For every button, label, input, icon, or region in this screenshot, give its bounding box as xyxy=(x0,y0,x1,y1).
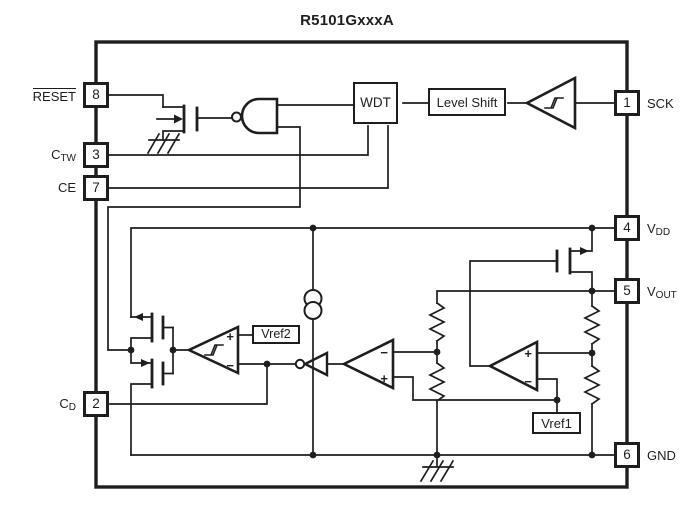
pin-label-cd: CD xyxy=(59,396,76,413)
pin-number: 6 xyxy=(623,447,631,463)
cd-schmitt-comparator: + − xyxy=(185,324,240,376)
right-resistor-divider xyxy=(583,290,601,456)
minus-input-label: − xyxy=(226,358,234,373)
pin-label-vout: VOUT xyxy=(647,284,677,301)
pin-number: 1 xyxy=(623,95,631,111)
pin-number: 7 xyxy=(92,180,100,196)
minus-input-label: − xyxy=(380,345,388,360)
error-amp-comparator: + − xyxy=(487,339,539,393)
pin-box-8: 8 xyxy=(83,82,109,108)
vref2-block: Vref2 xyxy=(252,325,300,344)
pin-number: 8 xyxy=(92,87,100,103)
schmitt-icon xyxy=(544,97,564,109)
pin-box-4: 4 xyxy=(614,215,640,241)
pin-label-vdd: VDD xyxy=(647,221,671,238)
level-shift-block-label: Level Shift xyxy=(436,94,498,110)
junction-dots xyxy=(127,224,596,459)
diagram-title: R5101GxxxA xyxy=(300,12,394,29)
pin-label-gnd: GND xyxy=(647,448,676,463)
schmitt-icon xyxy=(204,344,224,356)
ic-boundary-box xyxy=(94,40,629,489)
pin-number: 5 xyxy=(623,283,631,299)
ground-icon xyxy=(146,132,181,155)
pin-number: 3 xyxy=(92,147,100,163)
pin-box-1: 1 xyxy=(614,90,640,116)
vref1-block-label: Vref1 xyxy=(541,415,572,431)
level-shift-block: Level Shift xyxy=(428,88,506,116)
inverter-gate xyxy=(294,351,329,377)
pin-box-3: 3 xyxy=(83,142,109,168)
pin-box-2: 2 xyxy=(83,391,109,417)
wires xyxy=(107,94,615,456)
minus-input-label: − xyxy=(524,374,532,389)
left-resistor-divider xyxy=(428,301,446,456)
plus-input-label: + xyxy=(226,329,234,344)
middle-comparator: − + xyxy=(341,337,395,391)
pin-box-7: 7 xyxy=(83,175,109,201)
pin-box-5: 5 xyxy=(614,278,640,304)
pin-box-6: 6 xyxy=(614,442,640,468)
ground-icon xyxy=(419,454,455,483)
plus-input-label: + xyxy=(524,346,532,361)
pin-label-ctw: CTW xyxy=(51,147,76,164)
wdt-block-label: WDT xyxy=(360,95,391,111)
vref2-block-label: Vref2 xyxy=(261,327,291,342)
current-source-icon xyxy=(303,289,323,320)
pin-number: 2 xyxy=(92,396,100,412)
wdt-block: WDT xyxy=(353,82,398,124)
pin-label-reset: RESET xyxy=(18,88,76,103)
reset-pulldown-mosfet xyxy=(156,104,199,140)
plus-input-label: + xyxy=(380,371,388,386)
vref1-block: Vref1 xyxy=(532,412,581,434)
cd-cmos-pair xyxy=(130,312,174,456)
pass-mosfet xyxy=(555,227,593,292)
pin-label-ce: CE xyxy=(57,180,76,195)
nand-gate xyxy=(231,97,279,135)
reset-label-text: RESET xyxy=(32,88,76,104)
schmitt-buffer-sck xyxy=(524,75,577,131)
pin-label-sck: SCK xyxy=(647,96,674,111)
pin-number: 4 xyxy=(623,220,631,236)
